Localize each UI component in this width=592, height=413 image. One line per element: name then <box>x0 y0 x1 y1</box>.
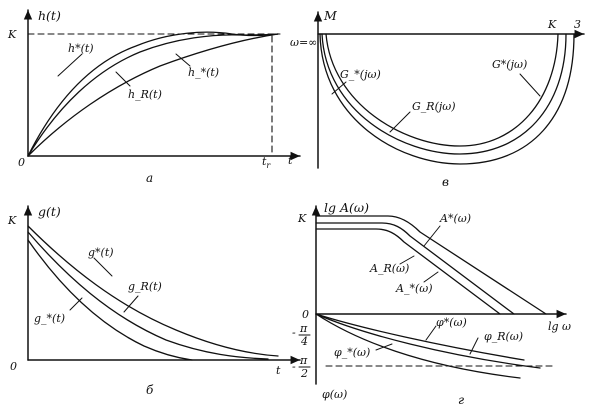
panel-b-curve-label-g-star-lower: G_*(jω) <box>340 68 381 81</box>
panel-c-x-axis-label: t <box>276 364 281 377</box>
panel-b-leader-g-star-lower <box>331 81 347 95</box>
panel-d-curve-a-star-lower <box>315 228 501 315</box>
panel-c-curve-g-star-lower <box>27 239 193 361</box>
panel-c-caption: б <box>146 383 154 397</box>
panel-b-leader-g-r <box>389 111 411 133</box>
panel-d-phase-tick-minus-1: - <box>292 326 296 339</box>
panel-d-curve-label-a-r: A_R(ω) <box>369 262 409 275</box>
panel-c-leader-g-star-upper <box>93 257 113 277</box>
panel-a-origin-label: 0 <box>18 156 25 169</box>
panel-d-caption: г <box>458 393 464 407</box>
panel-d-zero-label: 0 <box>302 308 309 321</box>
panel-c-leader-g-star-lower <box>69 297 83 311</box>
panel-b-leader-g-star-upper <box>519 73 541 97</box>
panel-d-phase-tick-minus-2: - <box>292 360 296 373</box>
panel-d-phase-tick-pi2-num: π <box>299 354 308 367</box>
panel-b: M ω=∞ K 3 G_*(jω) G_R(jω) G*(jω) в <box>290 8 585 189</box>
panel-c-curve-label-g-r: g_R(t) <box>128 280 162 293</box>
panel-c-y-axis-label: g(t) <box>38 204 61 219</box>
panel-d-leader-a-star-upper <box>423 225 441 247</box>
panel-d-leader-phi-star-upper <box>425 325 437 341</box>
panel-d-curve-label-a-star-upper: A*(ω) <box>439 212 471 225</box>
panel-a-y-tick-label: K <box>7 28 17 41</box>
panel-d-curve-label-a-star-lower: A_*(ω) <box>395 282 433 295</box>
panel-b-curve-g-star-upper <box>325 33 559 147</box>
panel-d: lg A(ω) K 0 lg ω φ(ω) - π 4 - π 2 A*(ω) … <box>292 200 571 407</box>
panel-b-curve-label-g-star-upper: G*(jω) <box>492 58 527 71</box>
panel-d-curve-a-star-upper <box>315 215 547 315</box>
panel-d-phase-tick-pi4-num: π <box>299 322 308 335</box>
panel-a-caption: а <box>146 171 153 185</box>
panel-a-leader-h-r <box>115 71 131 87</box>
panel-d-curve-phi-star-upper <box>315 313 525 361</box>
panel-d-leader-a-star-lower <box>423 271 439 283</box>
panel-b-curve-label-g-r: G_R(jω) <box>412 100 456 113</box>
panel-d-y-axis-label: lg A(ω) <box>324 200 369 215</box>
panel-a-leader-h-star-lower <box>175 53 191 67</box>
panel-c-curve-label-g-star-lower: g_*(t) <box>34 312 65 325</box>
panel-c-origin-label: 0 <box>10 360 17 373</box>
panel-a-curve-label-h-star-lower: h_*(t) <box>188 66 219 79</box>
panel-b-curve-g-star-lower <box>319 33 575 165</box>
panel-d-leader-a-r <box>399 255 415 265</box>
panel-c: g(t) K 0 t g*(t) g_R(t) g_*(t) б <box>7 204 301 397</box>
panel-d-curve-a-r <box>315 222 515 315</box>
panel-d-curve-phi-r <box>315 313 541 369</box>
panel-c-curve-g-star-upper <box>27 225 279 357</box>
panel-c-leader-g-r <box>123 295 139 313</box>
panel-c-y-tick-label: K <box>7 214 17 227</box>
panel-a: h(t) K 0 tr t h*(t) h_R(t) h_*(t) а <box>7 8 301 185</box>
panel-c-curve-g-r <box>27 231 269 360</box>
panel-a-curve-label-h-star-upper: h*(t) <box>68 42 94 55</box>
panel-b-corner-label: 3 <box>574 18 581 31</box>
panel-d-leader-phi-r <box>469 337 479 355</box>
panel-a-leader-h-star-upper <box>57 53 83 77</box>
panel-a-x-axis-label: t <box>288 154 293 167</box>
panel-a-x-tick-label: tr <box>262 155 271 170</box>
panel-d-curve-label-phi-star-upper: φ*(ω) <box>436 316 467 329</box>
panel-d-phase-tick-pi4-den: 4 <box>300 335 308 348</box>
panel-d-x-axis-label: lg ω <box>548 320 571 333</box>
panel-b-origin-label: ω=∞ <box>290 36 317 49</box>
panel-c-curve-label-g-star-upper: g*(t) <box>88 246 114 259</box>
panel-b-right-label: K <box>547 18 557 31</box>
panel-d-curve-label-phi-star-lower: φ_*(ω) <box>334 346 370 359</box>
panel-a-curve-h-r <box>27 33 279 157</box>
panel-d-curve-phi-star-lower <box>315 313 521 379</box>
panel-a-curve-label-h-r: h_R(t) <box>128 88 162 101</box>
panel-a-y-axis-label: h(t) <box>38 8 61 23</box>
panel-a-curve-h-star-lower <box>27 33 279 157</box>
panel-d-leader-phi-star-lower <box>375 343 393 351</box>
panel-b-curve-g-r <box>321 33 567 155</box>
panel-d-y-tick-label: K <box>297 212 307 225</box>
panel-d-curve-label-phi-r: φ_R(ω) <box>484 330 523 343</box>
panel-b-y-axis-label: M <box>323 8 338 23</box>
panel-d-phase-tick-pi2-den: 2 <box>300 367 308 380</box>
panel-b-caption: в <box>442 175 449 189</box>
panel-d-phase-axis-label: φ(ω) <box>322 388 347 401</box>
